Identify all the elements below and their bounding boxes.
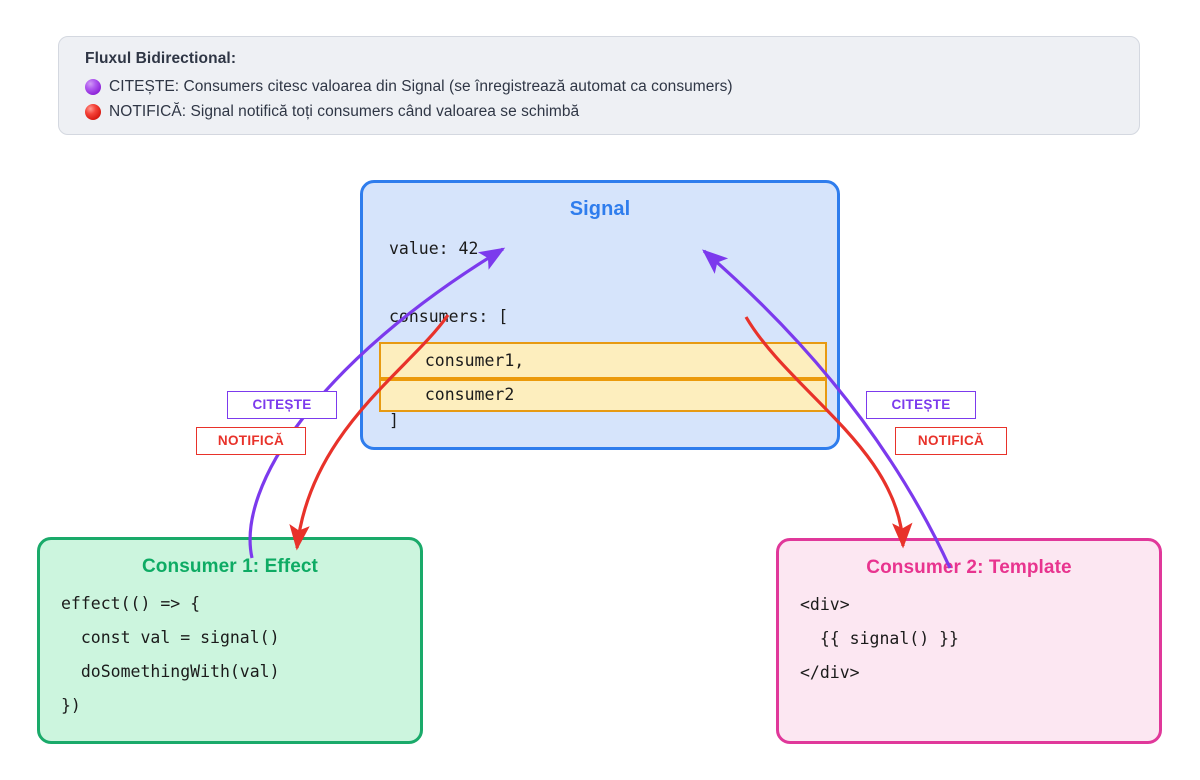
- consumer1-code-line: effect(() => {: [61, 594, 201, 613]
- legend-panel: Fluxul Bidirectional: CITEȘTE: Consumers…: [58, 36, 1140, 135]
- edge-label-citeste-right: CITEȘTE: [866, 391, 976, 419]
- consumers-highlight-region: consumer1, consumer2: [379, 342, 827, 412]
- legend-item-citeste-label: CITEȘTE: Consumers citesc valoarea din S…: [109, 77, 733, 95]
- consumer2-code-line: <div>: [800, 595, 850, 614]
- consumer2-node-title: Consumer 2: Template: [866, 557, 1072, 578]
- consumer1-code-line: doSomethingWith(val): [61, 662, 280, 681]
- edge-label-notifica-right: NOTIFICĂ: [895, 427, 1007, 455]
- consumer1-node: Consumer 1: Effect effect(() => { const …: [37, 537, 423, 744]
- signal-code-line: value: 42: [389, 239, 479, 258]
- signal-code-line: consumers: [: [389, 307, 509, 326]
- consumer2-code-block: <div> {{ signal() }} </div>: [779, 588, 1159, 690]
- consumer1-code-block: effect(() => { const val = signal() doSo…: [40, 587, 420, 723]
- edge-label-citeste-left: CITEȘTE: [227, 391, 337, 419]
- signal-code-line: [389, 266, 837, 300]
- legend-item-citeste: CITEȘTE: Consumers citesc valoarea din S…: [85, 74, 1119, 99]
- consumer-entry: consumer2: [405, 385, 515, 404]
- legend-item-notifica-label: NOTIFICĂ: Signal notifică toți consumers…: [109, 102, 580, 120]
- signal-node: Signal value: 42 consumers: [ ] consumer…: [360, 180, 840, 450]
- red-circle-icon: [85, 103, 101, 120]
- edge-label-notifica-left: NOTIFICĂ: [196, 427, 306, 455]
- consumer1-code-line: }): [61, 696, 81, 715]
- consumer2-code-line: </div>: [800, 663, 860, 682]
- consumer2-code-line: {{ signal() }}: [800, 629, 959, 648]
- legend-title: Fluxul Bidirectional:: [85, 50, 237, 67]
- purple-circle-icon: [85, 78, 101, 95]
- consumer1-node-title: Consumer 1: Effect: [141, 556, 318, 577]
- consumer2-node: Consumer 2: Template <div> {{ signal() }…: [776, 538, 1162, 744]
- consumer-entry: consumer1,: [405, 351, 525, 370]
- consumer1-code-line: const val = signal(): [61, 628, 280, 647]
- signal-node-title: Signal: [569, 198, 631, 220]
- legend-item-notifica: NOTIFICĂ: Signal notifică toți consumers…: [85, 99, 1119, 124]
- highlight-separator: [381, 377, 825, 381]
